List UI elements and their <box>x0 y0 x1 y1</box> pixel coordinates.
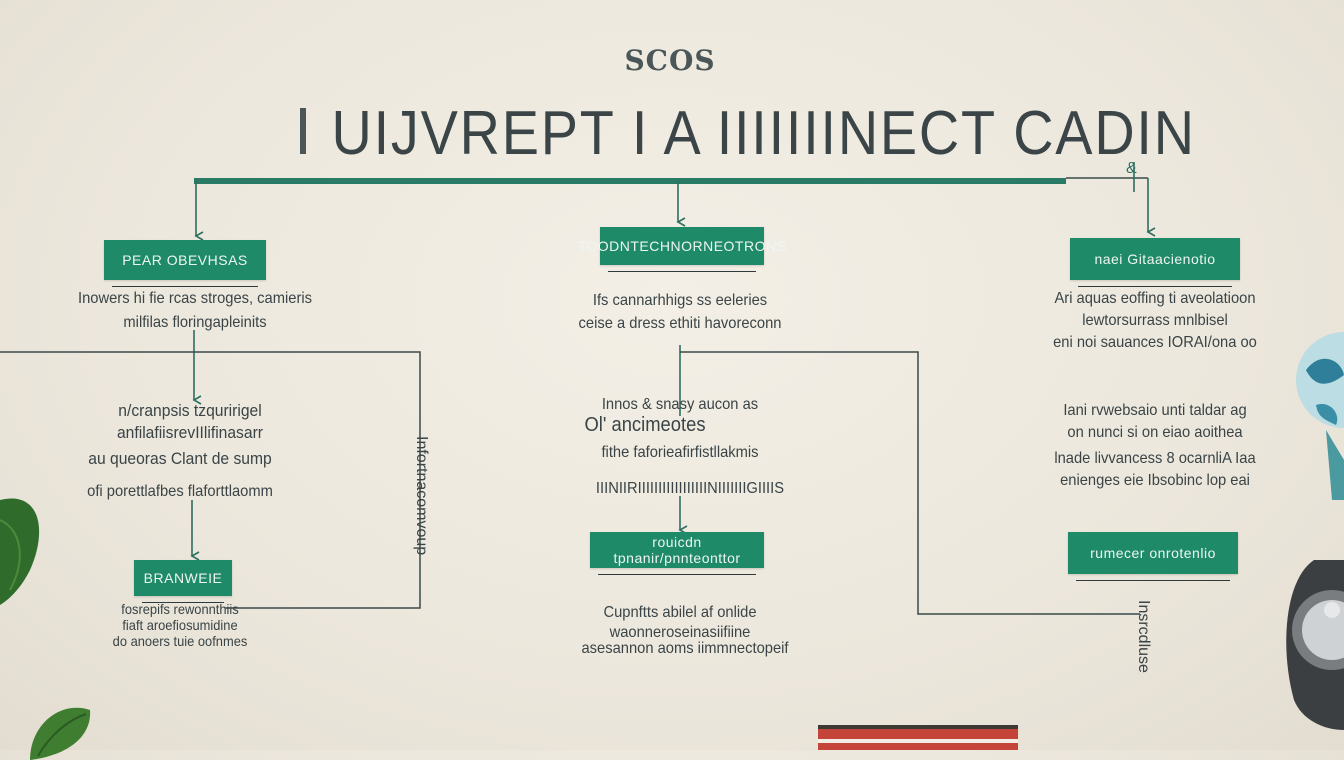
right-side-vertical-label: Insrcdluse <box>1135 600 1152 673</box>
right-mid-1: Iani rvwebsaio unti taldar ag <box>1063 402 1247 419</box>
books-icon <box>818 725 1018 750</box>
center-mid-4: IIINIIRIIIIIIIIIIIIIIIIINIIIIIIIGIIIIS <box>595 480 785 497</box>
left-low-3: do anoers tuie oofnmes <box>112 633 248 649</box>
right-bottom-box-label: rumecer onrotenlio <box>1090 545 1216 561</box>
center-bottom-box-label: rouicdn tpnanir/pnnteonttor <box>613 534 741 566</box>
left-top-box[interactable]: PEAR OBEVHSAS <box>104 240 266 287</box>
center-mid-3: fithe faforieafirfistllakmis <box>601 444 759 461</box>
right-desc-2: lewtorsurrass mnlbisel <box>1082 312 1228 329</box>
center-top-box-label: TOODNTECHNORNEOTRONS <box>577 238 787 254</box>
left-mid-2: anfilafiisrevIIlifinasarr <box>116 423 264 442</box>
left-mid-1: n/cranpsis tzquririgel <box>118 401 262 420</box>
title-accent-bar <box>300 108 306 154</box>
right-top-box-label: naei Gitaacienotio <box>1094 251 1216 267</box>
logo: SCOS <box>624 44 716 77</box>
center-desc-2: ceise a dress ethiti havoreconn <box>578 315 782 332</box>
right-desc-3: eni noi sauances IORAI/ona oo <box>1053 334 1257 351</box>
left-side-vertical-label: Infortnacomvoup <box>413 436 430 556</box>
clock-icon <box>1286 560 1344 730</box>
left-bottom-box-label: BRANWEIE <box>143 570 223 586</box>
right-mid-4: enienges eie Ibsobinc lop eai <box>1060 472 1250 489</box>
center-bottom-box[interactable]: rouicdn tpnanir/pnnteonttor <box>590 532 764 575</box>
right-top-marker-glyph: & <box>1126 160 1137 177</box>
plant-leaf-left-icon <box>0 498 40 605</box>
center-low-3: asesannon aoms iimmnectopeif <box>581 640 789 657</box>
right-bottom-box[interactable]: rumecer onrotenlio <box>1068 532 1238 581</box>
center-right-loop <box>680 351 1140 615</box>
globe-icon <box>1296 332 1344 500</box>
left-top-box-label: PEAR OBEVHSAS <box>122 252 248 268</box>
center-low-2: waonneroseinasiifiine <box>609 624 751 641</box>
plant-leaf-bottom-icon <box>30 707 91 760</box>
right-mid-3: lnade livvancess 8 ocarnliA Iaa <box>1054 450 1256 467</box>
center-desc-1: Ifs cannarhhigs ss eeleries <box>592 292 768 309</box>
center-top-box[interactable]: TOODNTECHNORNEOTRONS <box>578 227 786 272</box>
center-mid-2: Ol' ancimeotes <box>584 414 706 436</box>
left-low-2: fiaft aroefiosumidine <box>122 617 238 633</box>
left-loop <box>0 351 421 609</box>
page-title: UIJVREPT I A IIIIIIINECT CADIN <box>331 99 1196 168</box>
center-low-1: Cupnftts abilel af onlide <box>603 604 757 621</box>
left-mid-4: ofi porettlafbes flaforttlaomm <box>87 483 273 500</box>
left-mid-3: au queoras Clant de sump <box>88 449 272 468</box>
right-mid-2: on nunci si on eiao aoithea <box>1067 424 1243 441</box>
right-desc-1: Ari aquas eoffing ti aveolatioon <box>1054 290 1256 307</box>
left-desc-1: Inowers hi fie rcas stroges, camieris <box>78 290 312 307</box>
right-top-box[interactable]: naei Gitaacienotio <box>1070 238 1240 287</box>
left-desc-2: milfilas floringapleinits <box>123 314 267 331</box>
left-low-1: fosrepifs rewonnthiis <box>121 601 239 617</box>
left-bottom-box[interactable]: BRANWEIE <box>134 560 232 603</box>
center-mid-1: Innos & snasy aucon as <box>601 396 759 413</box>
